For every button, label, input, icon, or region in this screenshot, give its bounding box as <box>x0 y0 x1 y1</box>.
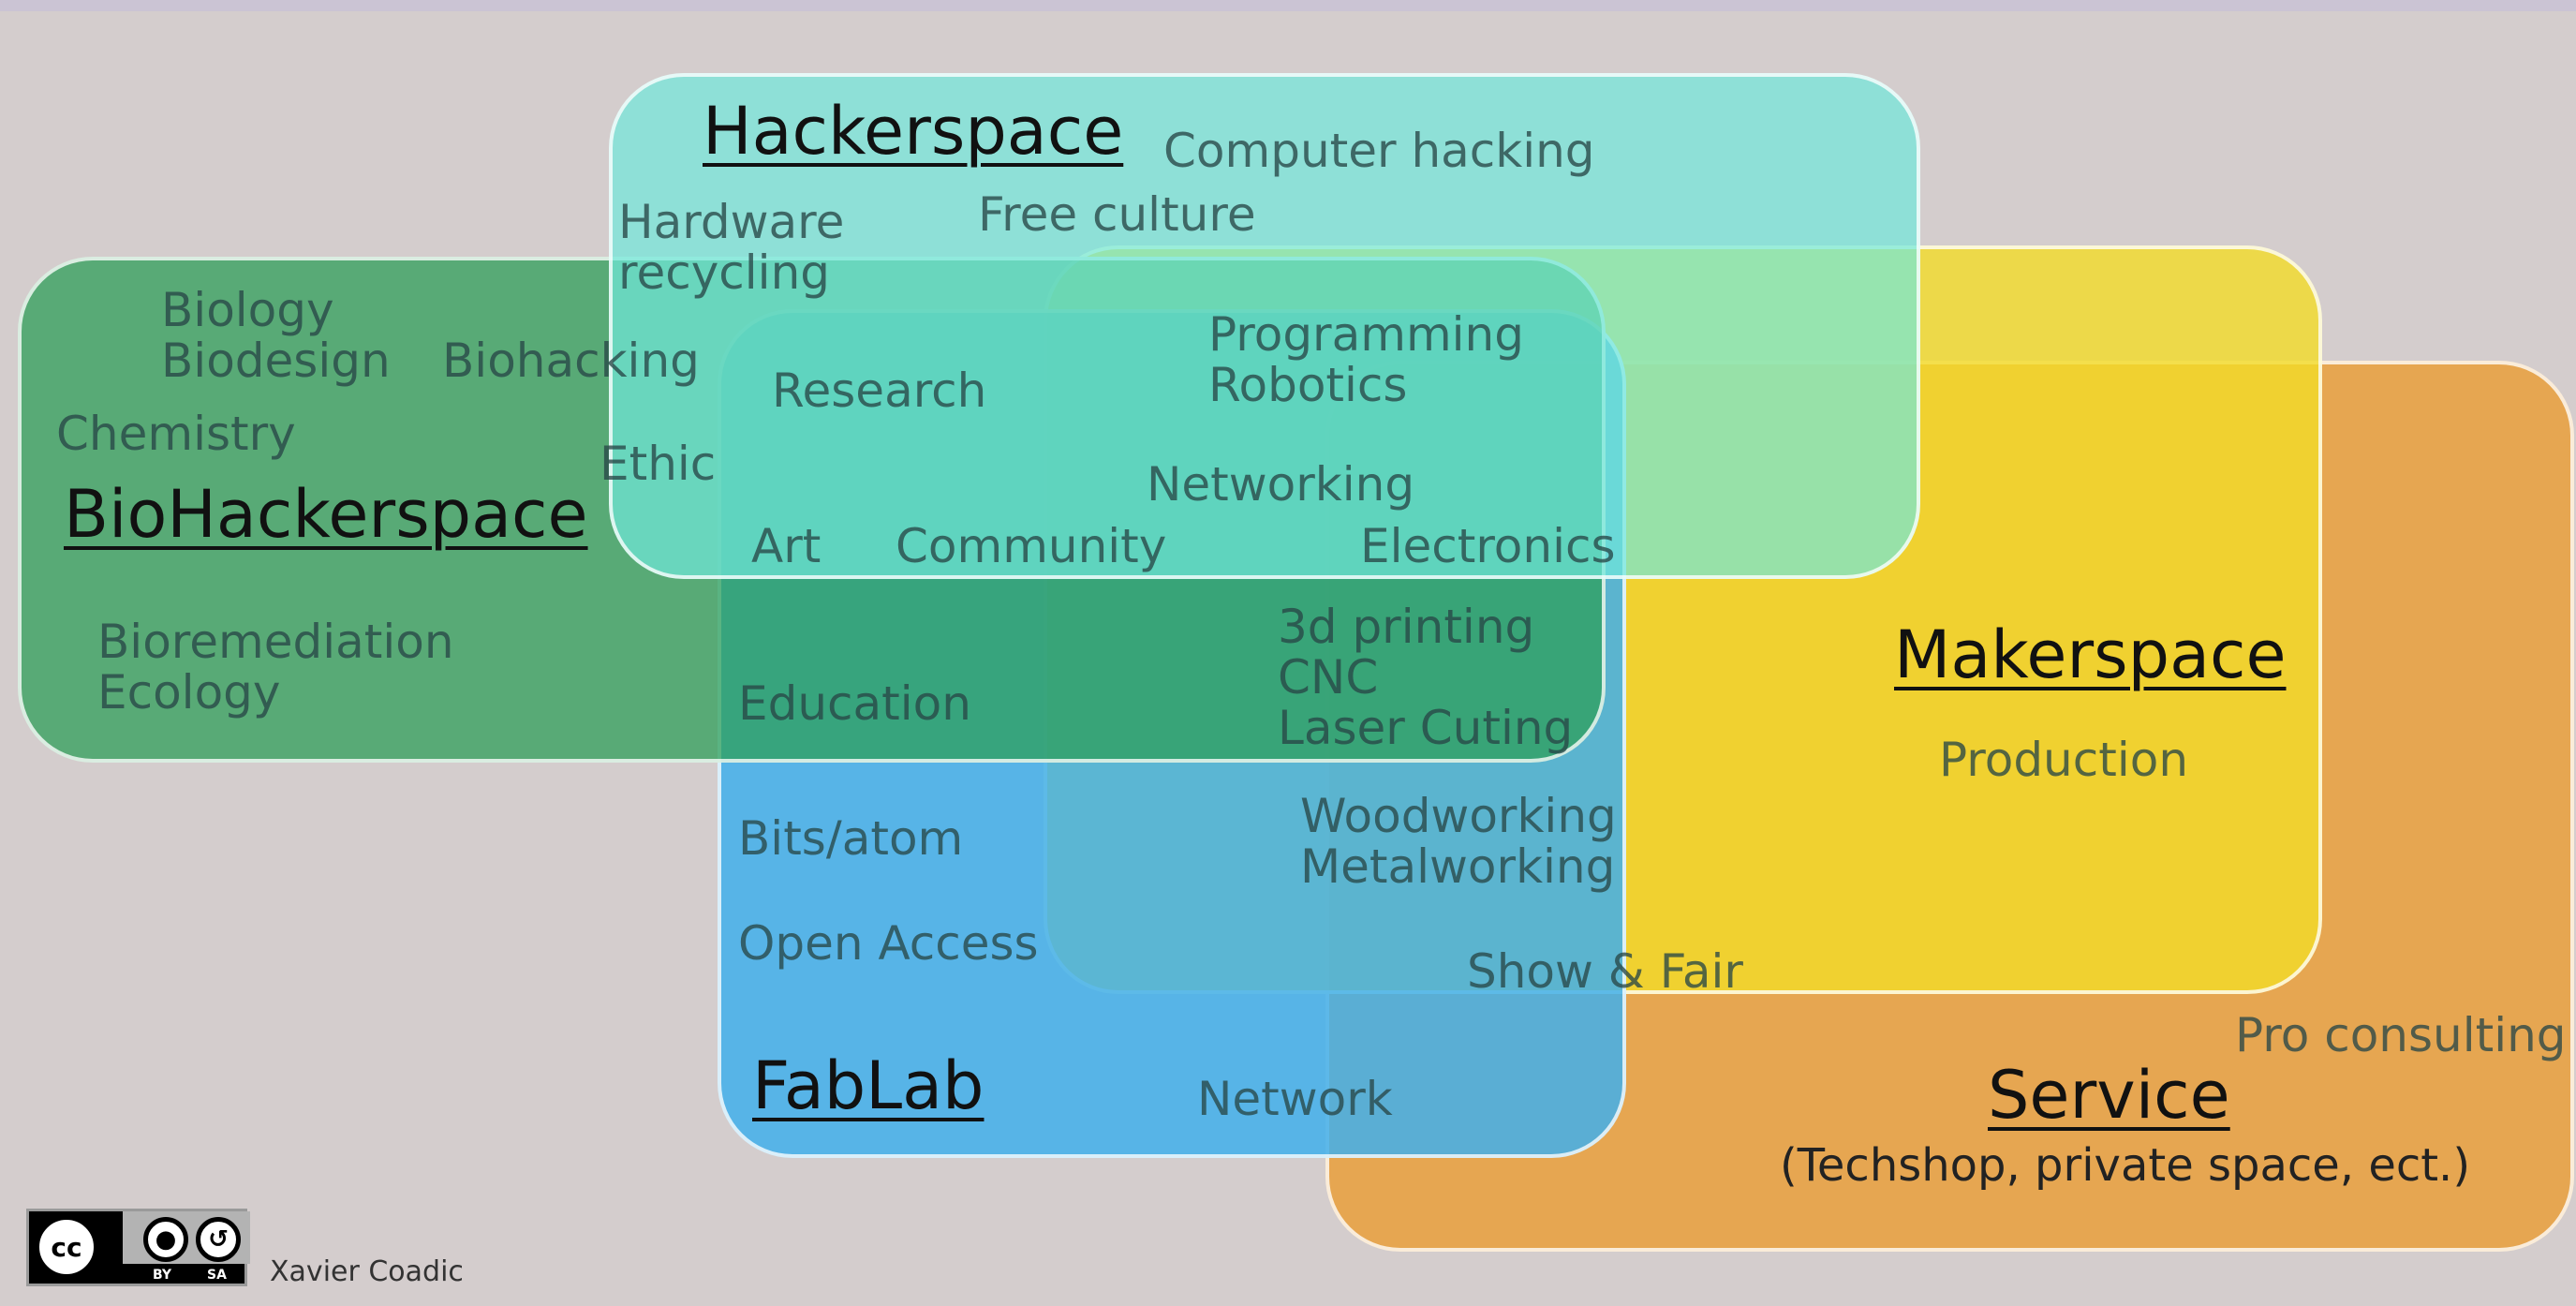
author-credit: Xavier Coadic <box>270 1255 464 1288</box>
by-label: BY <box>153 1268 172 1283</box>
topic-education: Education <box>738 676 971 731</box>
topic-metalworking: Metalworking <box>1300 839 1616 894</box>
attribution-icon: ● <box>143 1217 188 1262</box>
hackerspace-title: Hackerspace <box>703 93 1124 170</box>
topic-ethic: Ethic <box>600 437 717 491</box>
topic-electronics: Electronics <box>1360 519 1616 573</box>
topic-community: Community <box>896 519 1167 573</box>
topic-art: Art <box>751 519 822 573</box>
topic-bioremediation: Bioremediation <box>97 615 454 669</box>
topic-networking: Networking <box>1147 457 1415 512</box>
topic-chemistry: Chemistry <box>56 407 296 461</box>
biohackerspace-title: BioHackerspace <box>64 476 588 553</box>
topic-free-culture: Free culture <box>978 187 1256 242</box>
topic-recycling: recycling <box>618 245 831 300</box>
topic-production: Production <box>1939 733 2189 787</box>
topic-cnc: CNC <box>1278 650 1379 705</box>
share-alike-icon: ↺ <box>196 1217 241 1262</box>
topic-3d-printing: 3d printing <box>1278 600 1535 654</box>
topic-network: Network <box>1197 1072 1393 1126</box>
topic-biohacking: Biohacking <box>442 334 700 388</box>
cc-by-sa-badge[interactable]: cc ● ↺ BY SA <box>26 1209 250 1286</box>
topic-robotics: Robotics <box>1208 358 1408 412</box>
cc-label: cc <box>51 1231 82 1263</box>
topic-bits-atom: Bits/atom <box>738 811 964 866</box>
cc-icon: cc <box>35 1215 98 1279</box>
topic-laser-cuting: Laser Cuting <box>1278 701 1574 755</box>
topic-biodesign: Biodesign <box>161 334 391 388</box>
fablab-title: FabLab <box>752 1047 985 1124</box>
topic-show-fair: Show & Fair <box>1467 944 1743 999</box>
topic-ecology: Ecology <box>97 665 281 720</box>
topic-research: Research <box>772 364 987 418</box>
topic-open-access: Open Access <box>738 916 1039 971</box>
topic-pro-consulting: Pro consulting <box>2235 1008 2567 1062</box>
topic-programming: Programming <box>1208 307 1524 362</box>
hackerspace-region <box>609 73 1920 579</box>
service-subtitle: (Techshop, private space, ect.) <box>1780 1139 2471 1192</box>
makerspace-title: Makerspace <box>1894 616 2287 693</box>
sa-label: SA <box>207 1268 227 1283</box>
topic-biology: Biology <box>161 283 334 337</box>
service-title: Service <box>1988 1057 2230 1134</box>
topic-woodworking: Woodworking <box>1300 789 1617 843</box>
topic-computer-hacking: Computer hacking <box>1163 124 1595 178</box>
top-border <box>0 0 2576 11</box>
topic-hardware: Hardware <box>618 195 845 249</box>
